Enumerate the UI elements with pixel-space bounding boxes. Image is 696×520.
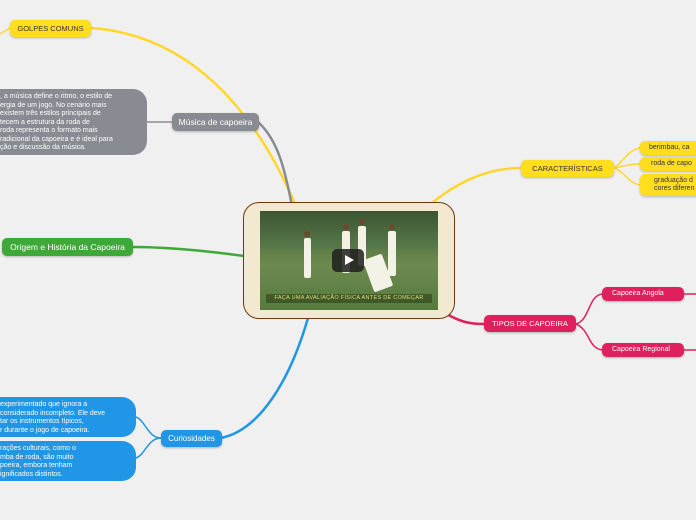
- node-curiosidades[interactable]: Curiosidades: [161, 430, 222, 447]
- video-figure: [358, 226, 366, 266]
- note-curiosidades-line: poeira, embora tenham: [0, 462, 73, 469]
- node-origem-historia[interactable]: Origem e História da Capoeira: [2, 238, 133, 256]
- note-musica-line: radicional da capoeira e é ideal para: [0, 135, 113, 143]
- node-caracteristicas[interactable]: CARACTERÍSTICAS: [521, 160, 614, 177]
- video-figure-head: [389, 224, 395, 230]
- video-figure-head: [343, 224, 349, 230]
- note-curiosidades-line: considerado incompleto. Ele deve: [0, 409, 106, 417]
- video-figure-head: [359, 219, 365, 225]
- node-golpes-comuns[interactable]: GOLPES COMUNS: [10, 20, 91, 37]
- node-capoeira-regional[interactable]: Capoeira Regional: [602, 343, 684, 357]
- node-musica-de-capoeira[interactable]: Música de capoeira: [172, 113, 259, 131]
- note-musica-line: ergia de um jogo. No cenário mais: [0, 101, 107, 109]
- link-golpes-tail: [0, 27, 11, 35]
- link-tipos-regional: [575, 323, 603, 351]
- link-cur-note2: [135, 437, 162, 459]
- link-tipos-angola: [575, 293, 603, 325]
- note-curiosidades-2: rações culturais, como o mba de roda, sã…: [0, 441, 136, 481]
- video-caption: FAÇA UMA AVALIAÇÃO FÍSICA ANTES DE COMEÇ…: [266, 294, 432, 303]
- node-tipos-de-capoeira[interactable]: TIPOS DE CAPOEIRA: [484, 315, 576, 332]
- note-musica-line: tecem a estrutura da roda de: [0, 118, 90, 126]
- link-musica: [257, 121, 294, 207]
- link-origem: [132, 245, 245, 258]
- note-musica-line: ção e discussão da música.: [0, 144, 86, 151]
- link-caracteristicas: [431, 166, 522, 204]
- link-cur-note1: [135, 416, 162, 439]
- graduacao-line: graduação d: [654, 177, 693, 184]
- note-musica: , a música define o ritmo, o estilo de e…: [0, 89, 147, 155]
- note-musica-line: roda representa o formato mais: [0, 127, 98, 134]
- note-musica-line: existem três estilos principais de: [0, 110, 101, 117]
- note-curiosidades-line: ignificados distintos.: [0, 470, 63, 478]
- node-caracteristica-berimbau[interactable]: berimbau, ca: [640, 141, 696, 155]
- note-curiosidades-line: experimentado que ignora a: [0, 401, 88, 408]
- note-curiosidades-line: mba de roda, são muito: [0, 453, 74, 461]
- graduacao-line: cores diferen: [654, 185, 695, 192]
- link-tipos: [444, 311, 485, 326]
- video-figure: [388, 231, 396, 276]
- node-capoeira-angola[interactable]: Capoeira Angola: [602, 287, 684, 301]
- play-icon: [345, 255, 354, 265]
- link-car-2: [613, 163, 641, 169]
- link-golpes: [90, 26, 298, 207]
- note-curiosidades-line: tar os instrumentos típicos,: [0, 418, 84, 425]
- video-figure-head: [304, 231, 310, 237]
- link-car-3: [613, 167, 641, 186]
- note-curiosidades-line: rações culturais, como o: [0, 445, 76, 452]
- note-curiosidades-1: experimentado que ignora a considerado i…: [0, 397, 136, 437]
- note-musica-line: , a música define o ritmo, o estilo de: [0, 93, 113, 100]
- link-curiosidades: [220, 317, 310, 440]
- node-caracteristica-graduacao[interactable]: graduação d cores diferen: [640, 174, 696, 196]
- link-car-1: [613, 147, 641, 169]
- video-figure: [304, 238, 311, 278]
- note-curiosidades-line: r durante o jogo de capoeira.: [0, 426, 90, 434]
- node-caracteristica-roda[interactable]: roda de capo: [640, 157, 696, 171]
